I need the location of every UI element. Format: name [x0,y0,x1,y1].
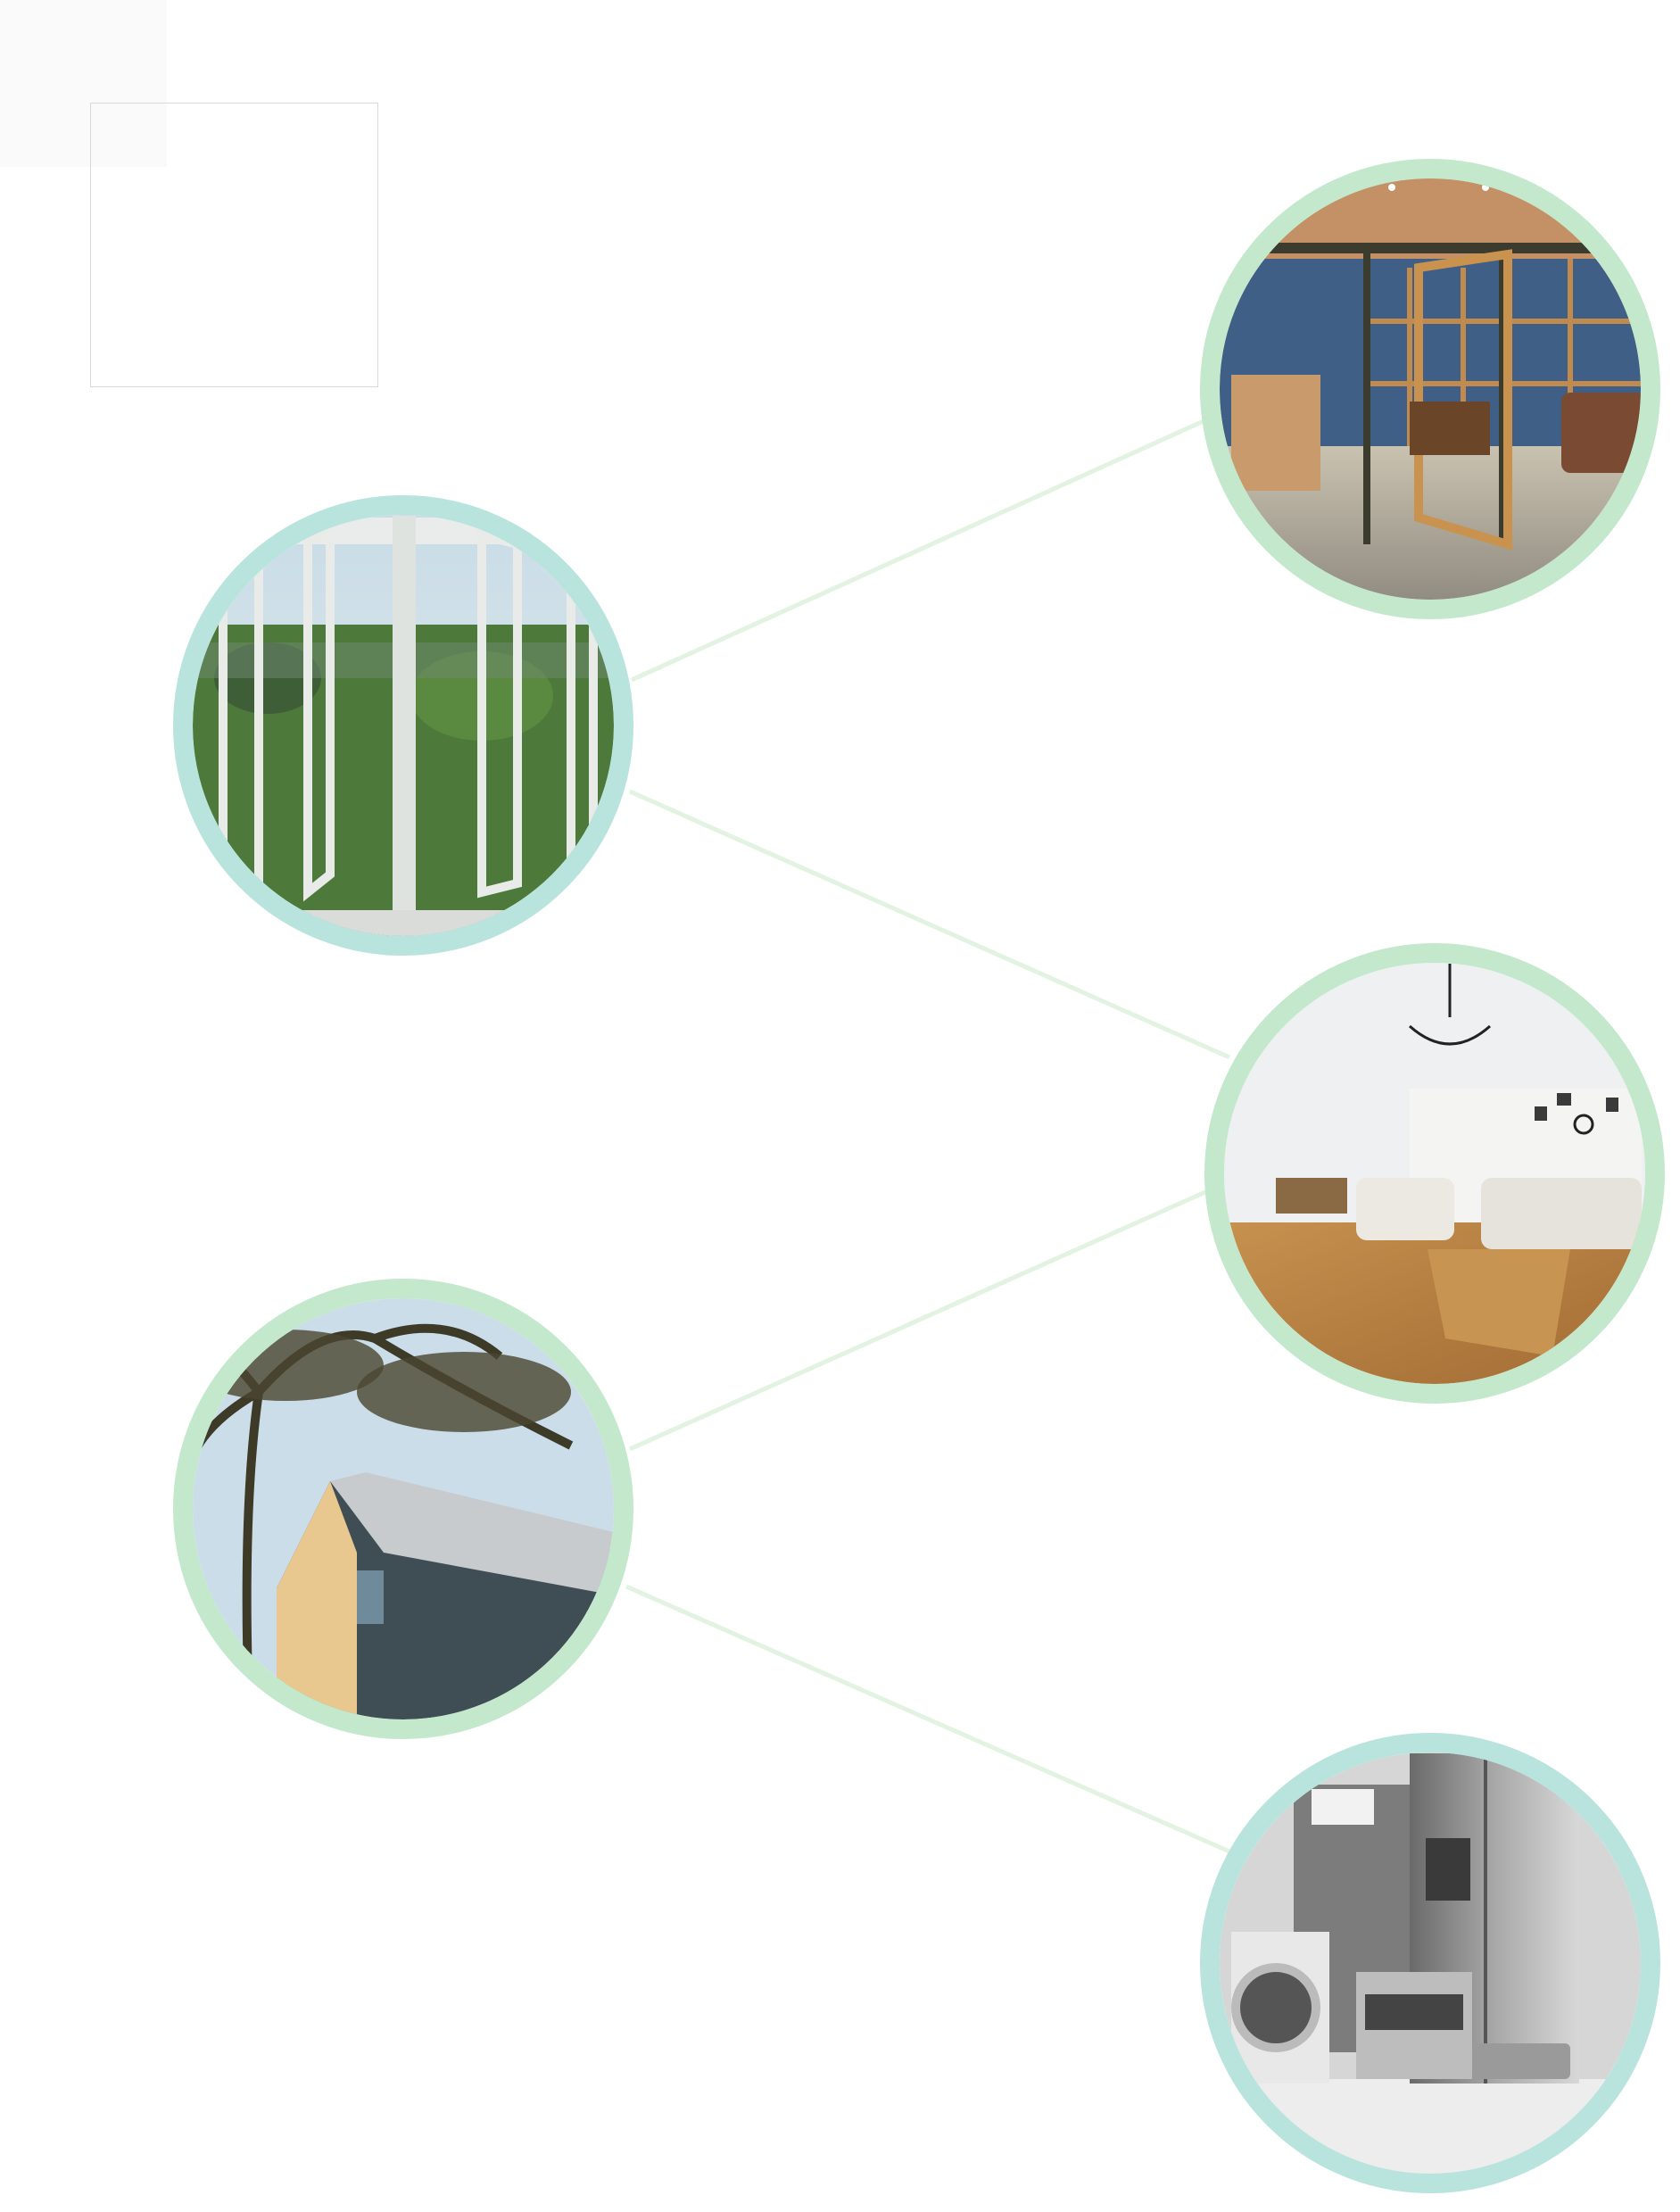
photo-house [173,1279,633,1739]
ring-border [173,495,633,956]
photo-appliances [1200,1733,1660,2193]
ring-border [173,1279,633,1739]
corner-block [0,0,167,167]
connector-lines [625,413,1231,1854]
connector-house-living [628,1185,1217,1452]
ring-border [1200,159,1660,619]
connector-window-living [628,789,1231,1060]
photo-door [1200,159,1660,619]
ring-border [1204,943,1665,1404]
connector-window-door [630,413,1217,683]
connector-house-appliances [625,1584,1231,1854]
photo-living-room [1204,943,1665,1404]
ring-border [1200,1733,1660,2193]
photo-window [173,495,633,956]
outline-frame [90,103,378,387]
